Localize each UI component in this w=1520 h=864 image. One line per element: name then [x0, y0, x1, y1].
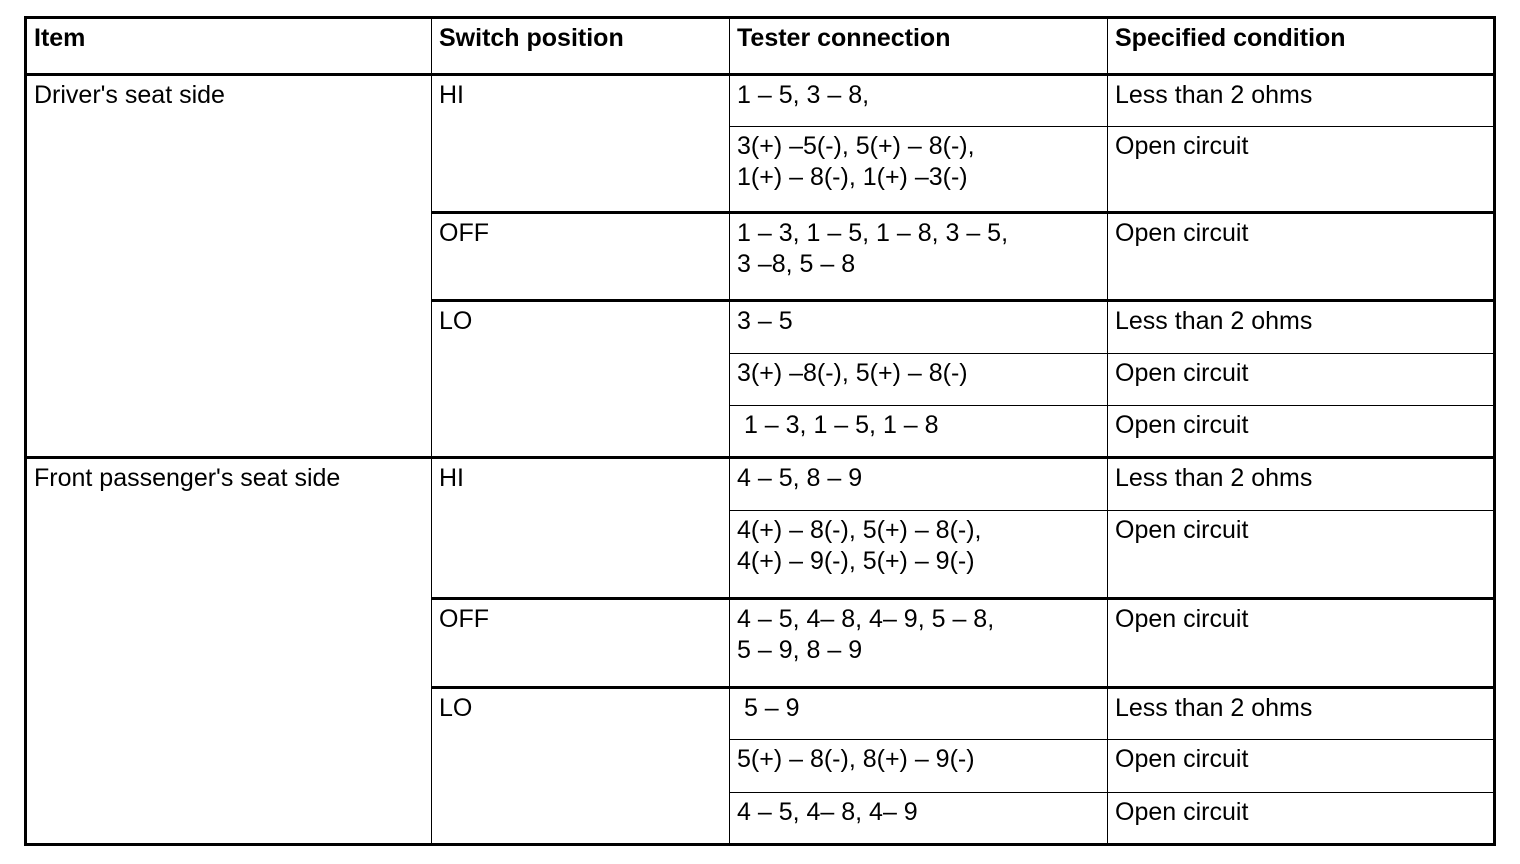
cell-specified-condition: Less than 2 ohms: [1107, 457, 1496, 511]
table-header: Item Switch position Tester connection S…: [24, 16, 1496, 76]
cell-specified-condition: Less than 2 ohms: [1107, 300, 1496, 354]
specified-condition-value: Open circuit: [1115, 605, 1249, 634]
tester-connection-value: 4(+) – 8(-), 5(+) – 8(-), 4(+) – 9(-), 5…: [737, 515, 982, 575]
tester-connection-value: 3(+) –8(-), 5(+) – 8(-): [737, 358, 968, 387]
tester-connection-value: 5 – 9: [737, 693, 800, 722]
header-row: Item Switch position Tester connection S…: [24, 16, 1496, 76]
cell-switch-position: OFF: [431, 598, 730, 689]
inspection-table-container: Item Switch position Tester connection S…: [24, 16, 1496, 847]
specified-condition-value: Less than 2 ohms: [1115, 307, 1313, 336]
table-row: OFF 4 – 5, 4– 8, 4– 9, 5 – 8, 5 – 9, 8 – …: [26, 598, 1496, 689]
cell-specified-condition: Open circuit: [1107, 352, 1496, 407]
specified-condition-value: Open circuit: [1115, 797, 1249, 826]
cell-tester-connection: 3(+) –5(-), 5(+) – 8(-), 1(+) – 8(-), 1(…: [729, 126, 1108, 214]
cell-tester-connection: 4 – 5, 4– 8, 4– 9, 5 – 8, 5 – 9, 8 – 9: [729, 598, 1108, 689]
table-row: Driver's seat side HI 1 – 5, 3 – 8, Less th…: [24, 73, 1496, 460]
cell-specified-condition: Open circuit: [1107, 598, 1496, 689]
switch-position-label: OFF: [439, 605, 489, 634]
specified-condition-value: Open circuit: [1115, 411, 1249, 440]
column-header-item: Item: [24, 16, 432, 76]
table-row: 5(+) – 8(-), 8(+) – 9(-) Open circuit: [26, 739, 1496, 793]
cell-tester-connection: 3(+) –8(-), 5(+) – 8(-): [729, 352, 1108, 407]
cell-specified-condition: Open circuit: [1107, 509, 1496, 601]
cell-specified-condition: Open circuit: [1107, 405, 1496, 460]
tester-connection-value: 3 – 5: [737, 307, 793, 336]
cell-tester-connection: 4(+) – 8(-), 5(+) – 8(-), 4(+) – 9(-), 5…: [729, 509, 1108, 601]
column-header-tester-connection: Tester connection: [729, 16, 1108, 76]
specified-condition-value: Less than 2 ohms: [1115, 81, 1313, 109]
cell-item: Front passenger's seat side: [24, 457, 432, 846]
cell-tester-connection: 1 – 3, 1 – 5, 1 – 8, 3 – 5, 3 –8, 5 – 8: [729, 211, 1108, 303]
tester-connection-value: 3(+) –5(-), 5(+) – 8(-), 1(+) – 8(-), 1(…: [737, 132, 975, 192]
specified-condition-value: Open circuit: [1115, 745, 1249, 774]
switch-position-label: HI: [439, 81, 464, 109]
tester-connection-value: 5(+) – 8(-), 8(+) – 9(-): [737, 745, 975, 774]
switch-position-label: LO: [439, 307, 473, 336]
column-header-specified-condition: Specified condition: [1107, 16, 1496, 76]
table-row: Front passenger's seat side HI 4 – 5, 8 – …: [24, 457, 1496, 846]
table-row: LO 3 – 5 Less than 2 ohms: [26, 300, 1496, 460]
cell-tester-connection: 5(+) – 8(-), 8(+) – 9(-): [729, 739, 1108, 793]
cell-tester-connection: 4 – 5, 8 – 9: [729, 457, 1108, 511]
cell-tester-connection: 3 – 5: [729, 300, 1108, 354]
cell-tester-connection: 1 – 5, 3 – 8,: [729, 73, 1108, 128]
cell-switch-position: LO: [431, 300, 730, 460]
tester-connection-value: 4 – 5, 8 – 9: [737, 464, 863, 493]
cell-switch-position: HI: [431, 457, 730, 601]
specified-condition-value: Less than 2 ohms: [1115, 464, 1313, 493]
cell-specified-condition: Open circuit: [1107, 126, 1496, 214]
cell-specified-condition: Less than 2 ohms: [1107, 686, 1496, 741]
tester-connection-value: 1 – 5, 3 – 8,: [737, 81, 870, 109]
table-row: 4 – 5, 4– 8, 4– 9 Open circuit: [26, 791, 1496, 847]
table-row: LO 5 – 9 Less than 2 ohms: [26, 686, 1496, 847]
table-row: OFF 1 – 3, 1 – 5, 1 – 8, 3 – 5, 3 –8, 5 –…: [26, 211, 1496, 303]
tester-connection-value: 4 – 5, 4– 8, 4– 9, 5 – 8, 5 – 9, 8 – 9: [737, 605, 995, 665]
cell-switch-position: LO: [431, 686, 730, 847]
cell-item: Driver's seat side: [24, 73, 432, 460]
switch-position-label: OFF: [439, 218, 489, 247]
cell-specified-condition: Open circuit: [1107, 211, 1496, 303]
specified-condition-value: Open circuit: [1115, 132, 1249, 161]
cell-tester-connection: 4 – 5, 4– 8, 4– 9: [729, 791, 1108, 847]
tester-connection-value: 1 – 3, 1 – 5, 1 – 8: [737, 411, 939, 440]
specified-condition-value: Less than 2 ohms: [1115, 693, 1313, 722]
specified-condition-value: Open circuit: [1115, 218, 1249, 247]
column-header-switch-position: Switch position: [431, 16, 730, 76]
switch-position-label: LO: [439, 693, 473, 722]
table-row: 4(+) – 8(-), 5(+) – 8(-), 4(+) – 9(-), 5…: [26, 509, 1496, 601]
cell-specified-condition: Less than 2 ohms: [1107, 73, 1496, 128]
cell-tester-connection: 1 – 3, 1 – 5, 1 – 8: [729, 405, 1108, 460]
inspection-specification-table: Item Switch position Tester connection S…: [24, 16, 1496, 847]
switch-position-label: HI: [439, 464, 464, 493]
cell-specified-condition: Open circuit: [1107, 791, 1496, 847]
specified-condition-value: Open circuit: [1115, 515, 1249, 544]
specified-condition-value: Open circuit: [1115, 358, 1249, 387]
item-label: Driver's seat side: [34, 81, 225, 109]
cell-tester-connection: 5 – 9: [729, 686, 1108, 741]
item-label: Front passenger's seat side: [34, 464, 341, 493]
table-row: 3(+) –5(-), 5(+) – 8(-), 1(+) – 8(-), 1(…: [26, 126, 1496, 214]
table-row: 1 – 3, 1 – 5, 1 – 8 Open circuit: [26, 405, 1496, 460]
cell-specified-condition: Open circuit: [1107, 739, 1496, 793]
cell-switch-position: OFF: [431, 211, 730, 303]
tester-connection-value: 1 – 3, 1 – 5, 1 – 8, 3 – 5, 3 –8, 5 – 8: [737, 218, 1009, 278]
table-row: 3(+) –8(-), 5(+) – 8(-) Open circuit: [26, 352, 1496, 407]
tester-connection-value: 4 – 5, 4– 8, 4– 9: [737, 797, 918, 826]
cell-switch-position: HI: [431, 74, 730, 214]
